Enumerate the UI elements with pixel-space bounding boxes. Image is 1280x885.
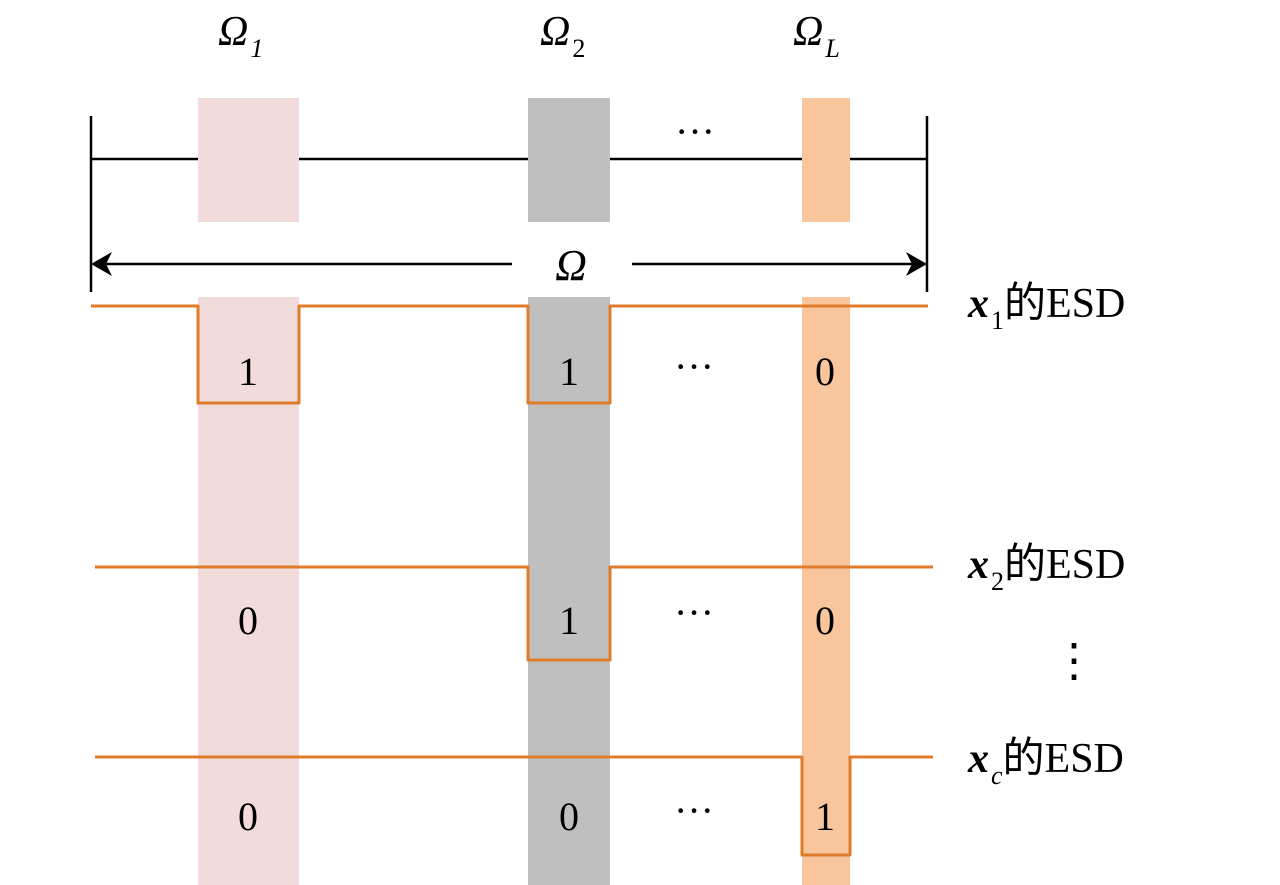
row-label-xc: xc的ESD (967, 736, 1124, 790)
cell-value: 1 (559, 598, 579, 643)
band-omega1-column (198, 297, 299, 885)
cell-value: 0 (815, 598, 835, 643)
vertical-ellipsis: ⋮ (1051, 635, 1097, 686)
span-arrow: Ω (91, 241, 927, 290)
cell-value: 1 (238, 349, 258, 394)
cell-value: 1 (815, 794, 835, 839)
frequency-bands (198, 98, 850, 885)
esd-signal-row-3 (95, 755, 933, 857)
cell-value: 0 (815, 349, 835, 394)
row-ellipsis: ··· (674, 344, 714, 389)
band-omegaL-top (802, 98, 850, 222)
row-label-x2: x2的ESD (967, 542, 1125, 596)
row-values: 1 1 ··· 0 0 1 ··· 0 0 0 ··· 1 (238, 344, 835, 839)
span-label-omega: Ω (555, 241, 587, 290)
row-ellipsis: ··· (674, 788, 714, 833)
band-omega1-top (198, 98, 299, 222)
esd-signal-row-2 (95, 565, 933, 662)
row-label-x1: x1的ESD (967, 281, 1125, 335)
band-omega2-top (528, 98, 610, 222)
spectrum-axis: ··· (89, 109, 929, 292)
band-omega2-column (528, 297, 610, 885)
cell-value: 0 (238, 598, 258, 643)
cell-value: 0 (238, 794, 258, 839)
band-omegaL-column (802, 297, 850, 885)
row-ellipsis: ··· (674, 590, 714, 635)
cell-value: 0 (559, 794, 579, 839)
esd-signals (91, 304, 933, 857)
arrow-head-left-icon (91, 252, 112, 276)
band-labels: Ω1 Ω2 ΩL (218, 9, 840, 63)
band-label-omega1: Ω1 (218, 9, 263, 63)
arrow-head-right-icon (906, 252, 927, 276)
row-labels: x1的ESD x2的ESD ⋮ xc的ESD (967, 281, 1125, 790)
axis-ellipsis: ··· (675, 109, 715, 154)
esd-signal-row-1 (91, 304, 928, 405)
band-label-omegaL: ΩL (793, 9, 840, 63)
cell-value: 1 (559, 349, 579, 394)
band-label-omega2: Ω2 (540, 9, 585, 63)
